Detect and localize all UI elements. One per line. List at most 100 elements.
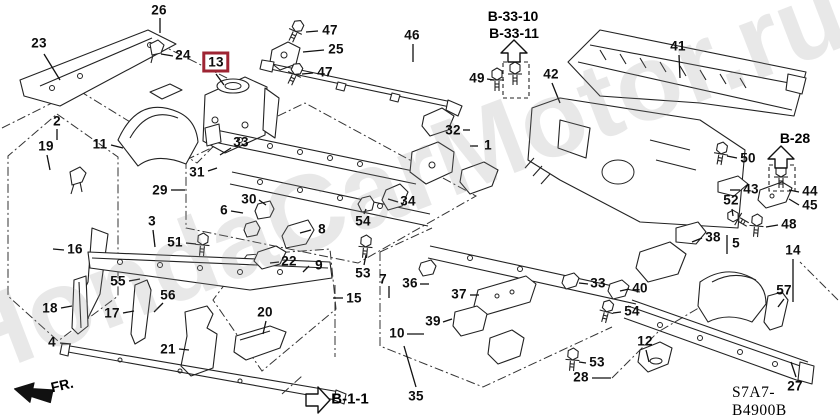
leader-18 [60, 305, 73, 309]
leader-23 [43, 53, 61, 81]
callout-6[interactable]: 6 [220, 202, 228, 218]
callout-35[interactable]: 35 [408, 388, 424, 404]
callout-20[interactable]: 20 [257, 304, 273, 320]
callout-34[interactable]: 34 [400, 193, 416, 209]
callout-2[interactable]: 2 [53, 113, 61, 129]
leader-6 [230, 210, 244, 214]
callout-42[interactable]: 42 [543, 66, 559, 82]
callout-52[interactable]: 52 [723, 192, 739, 208]
callout-11[interactable]: 11 [92, 136, 108, 152]
callout-33[interactable]: 33 [233, 134, 249, 150]
group-boundaries [1, 35, 839, 395]
leader-33 [578, 282, 589, 285]
callout-7[interactable]: 7 [379, 271, 387, 287]
callout-47-2[interactable]: 47 [317, 64, 333, 80]
callout-22[interactable]: 22 [281, 253, 297, 269]
callout-19[interactable]: 19 [38, 138, 54, 154]
leader-34 [387, 198, 399, 203]
callout-21[interactable]: 21 [160, 341, 176, 357]
callout-56[interactable]: 56 [160, 287, 176, 303]
callout-50[interactable]: 50 [740, 150, 756, 166]
callout-49[interactable]: 49 [469, 70, 485, 86]
leader-19 [46, 154, 51, 171]
leader-25 [302, 49, 325, 53]
callout-10[interactable]: 10 [389, 325, 405, 341]
callout-29[interactable]: 29 [152, 182, 168, 198]
callout-14[interactable]: 14 [785, 242, 801, 258]
leader-54 [612, 311, 622, 314]
callout-54-2[interactable]: 54 [624, 303, 640, 319]
leader-56 [153, 302, 164, 313]
callout-27[interactable]: 27 [787, 378, 803, 394]
callout-1[interactable]: 1 [484, 137, 492, 153]
ref-label-b-33-11[interactable]: B-33-11 [489, 25, 539, 41]
callout-16[interactable]: 16 [67, 241, 83, 257]
callout-leader-lines [43, 18, 800, 388]
callout-55[interactable]: 55 [110, 273, 126, 289]
callout-44[interactable]: 44 [802, 183, 818, 199]
callout-30[interactable]: 30 [241, 191, 257, 207]
leader-44 [788, 189, 800, 193]
callout-28[interactable]: 28 [573, 369, 589, 385]
leader-9 [302, 265, 310, 273]
callout-24[interactable]: 24 [175, 47, 191, 63]
leader-17 [122, 310, 135, 314]
callout-12[interactable]: 12 [637, 333, 653, 349]
callout-4[interactable]: 4 [48, 334, 56, 350]
callout-38[interactable]: 38 [705, 229, 721, 245]
callout-15[interactable]: 15 [346, 290, 362, 306]
callout-54[interactable]: 54 [355, 213, 371, 229]
callout-37[interactable]: 37 [451, 286, 467, 302]
leader-55 [128, 278, 141, 282]
parts-sketches [19, 17, 815, 405]
callout-5[interactable]: 5 [732, 235, 740, 251]
callout-39[interactable]: 39 [425, 313, 441, 329]
leader-13 [215, 73, 225, 86]
callout-9[interactable]: 9 [315, 257, 323, 273]
callout-43[interactable]: 43 [743, 181, 759, 197]
callout-51[interactable]: 51 [167, 234, 183, 250]
callout-13[interactable]: 13 [202, 51, 230, 73]
callout-46[interactable]: 46 [404, 27, 420, 43]
callout-33-2[interactable]: 33 [590, 275, 606, 291]
callout-48[interactable]: 48 [781, 216, 797, 232]
callout-41[interactable]: 41 [670, 38, 686, 54]
callout-23[interactable]: 23 [31, 35, 47, 51]
callout-32[interactable]: 32 [445, 122, 461, 138]
leader-12 [645, 349, 650, 363]
leader-16 [52, 248, 65, 251]
leader-53 [578, 361, 587, 364]
callout-57[interactable]: 57 [776, 282, 792, 298]
callout-25[interactable]: 25 [328, 41, 344, 57]
b33-bolt-dashed-box [502, 61, 530, 99]
leader-33 [219, 147, 232, 156]
callout-8[interactable]: 8 [318, 221, 326, 237]
callout-47[interactable]: 47 [322, 22, 338, 38]
callout-17[interactable]: 17 [104, 305, 120, 321]
leader-45 [788, 198, 800, 206]
callout-36[interactable]: 36 [402, 275, 418, 291]
callout-40[interactable]: 40 [632, 280, 648, 296]
b11-right-arrow-icon [305, 386, 331, 414]
diagram-part-code: S7A7-B4900B [732, 384, 787, 419]
callout-53[interactable]: 53 [355, 265, 371, 281]
ref-label-b-28[interactable]: B-28 [779, 130, 811, 146]
callout-3[interactable]: 3 [148, 213, 156, 229]
leader-51 [185, 242, 197, 245]
callout-18[interactable]: 18 [42, 300, 58, 316]
leader-11 [110, 144, 124, 149]
callout-31[interactable]: 31 [189, 164, 205, 180]
fr-direction-arrow-icon [13, 382, 54, 404]
leader-31 [207, 167, 218, 172]
leader-49 [486, 78, 495, 81]
leader-22 [269, 261, 280, 264]
callout-53-2[interactable]: 53 [589, 354, 605, 370]
leader-48 [765, 224, 779, 228]
leader-39 [442, 318, 453, 323]
ref-label-b-1-1[interactable]: B-1-1 [331, 390, 369, 408]
callout-45[interactable]: 45 [802, 197, 818, 213]
ref-label-b-33-10[interactable]: B-33-10 [487, 8, 539, 24]
callout-26[interactable]: 26 [151, 2, 167, 18]
